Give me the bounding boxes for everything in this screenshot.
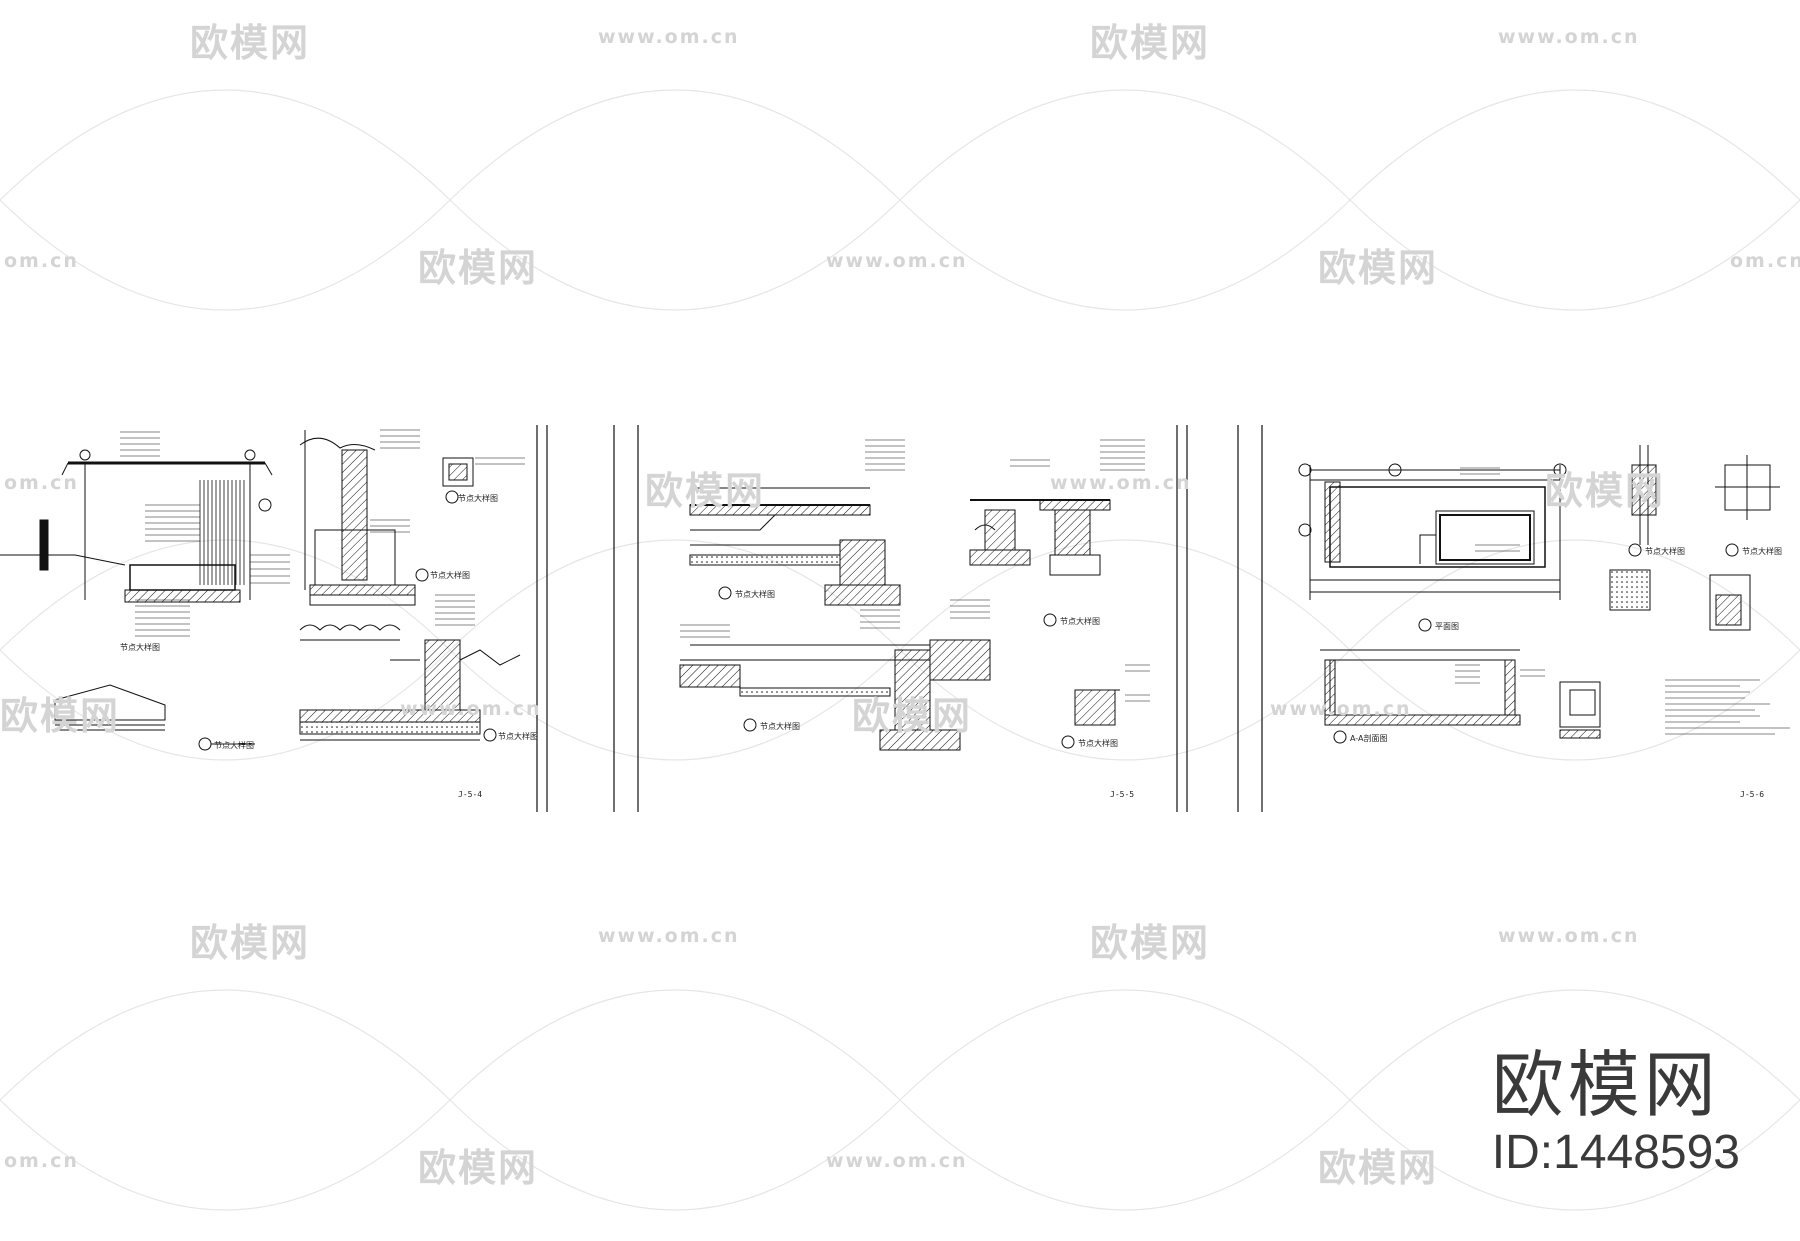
watermark-url: www.om.cn (400, 698, 542, 720)
detail-caption: 节点大样图 (1645, 547, 1685, 556)
watermark-logo: 欧模网 (190, 21, 311, 65)
detail-caption: 平面图 (1435, 622, 1459, 631)
watermark-url: om.cn (4, 1150, 79, 1172)
watermark-logo: 欧模网 (1545, 469, 1666, 513)
sheet-number: J-5-6 (1740, 790, 1765, 799)
watermark-url: www.om.cn (826, 1150, 968, 1172)
watermark-url: www.om.cn (1050, 472, 1192, 494)
watermark-url: om.cn (1730, 250, 1800, 272)
sheet-3-details (1298, 445, 1790, 744)
brand-name: 欧模网 (1491, 1043, 1720, 1127)
detail-caption: 节点大样图 (214, 741, 254, 750)
detail-caption: A-A剖面图 (1350, 734, 1388, 743)
watermark-url: www.om.cn (598, 26, 740, 48)
watermark-logo: 欧模网 (418, 1146, 539, 1190)
detail-caption: 节点大样图 (1060, 617, 1100, 626)
model-id: ID:1448593 (1491, 1126, 1740, 1179)
watermark-url: om.cn (4, 250, 79, 272)
watermark-logo: 欧模网 (1318, 1146, 1439, 1190)
sheet-number: J-5-5 (1110, 790, 1135, 799)
watermark-logo: 欧模网 (1090, 921, 1211, 965)
watermark-url: www.om.cn (598, 925, 740, 947)
detail-caption: 节点大样图 (760, 722, 800, 731)
watermark-url: www.om.cn (1270, 698, 1412, 720)
brand-block: 欧模网 ID:1448593 (1492, 1045, 1740, 1181)
sheet-1-details (0, 429, 525, 751)
watermark-logo: 欧模网 (1318, 246, 1439, 290)
sheet-number: J-5-4 (458, 790, 483, 799)
detail-caption: 节点大样图 (1078, 739, 1118, 748)
detail-caption: 节点大样图 (430, 571, 470, 580)
watermark-url: www.om.cn (826, 250, 968, 272)
detail-caption: 节点大样图 (1742, 547, 1782, 556)
sheet-borders (536, 425, 1263, 812)
watermark-url: www.om.cn (1498, 925, 1640, 947)
detail-caption: 节点大样图 (498, 732, 538, 741)
watermark-logo: 欧模网 (418, 246, 539, 290)
watermark-url: om.cn (4, 472, 79, 494)
sheet-2-details (679, 439, 1150, 751)
watermark-url: www.om.cn (1498, 26, 1640, 48)
watermark-logo: 欧模网 (645, 469, 766, 513)
watermark-logo: 欧模网 (0, 694, 121, 738)
detail-caption: 节点大样图 (735, 590, 775, 599)
detail-caption: 节点大样图 (458, 494, 498, 503)
watermark-logo: 欧模网 (852, 694, 973, 738)
watermark-logo: 欧模网 (1090, 21, 1211, 65)
watermark-logo: 欧模网 (190, 921, 311, 965)
detail-caption: 节点大样图 (120, 643, 160, 652)
